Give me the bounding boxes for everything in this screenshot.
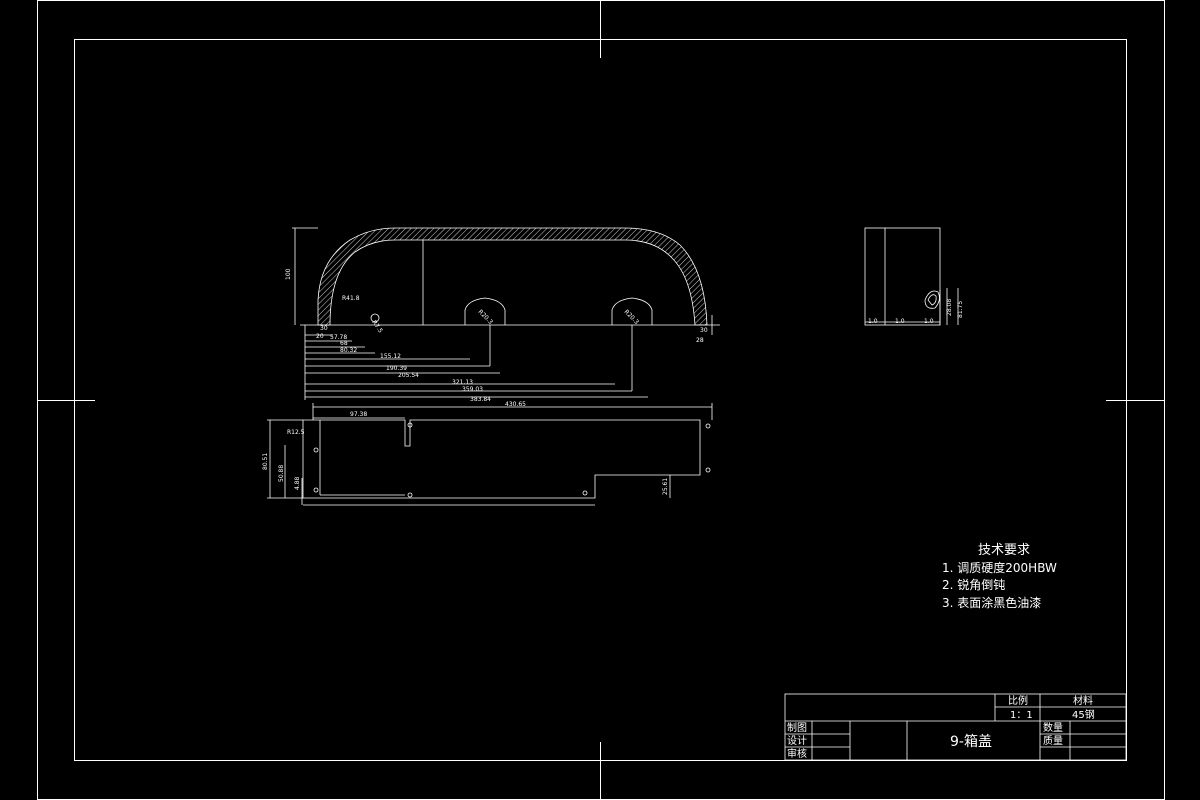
side-base-dim-0: 1.0 — [868, 318, 878, 325]
material-value: 45钢 — [1072, 708, 1095, 721]
base-dim-4: 190.39 — [386, 365, 407, 372]
right-dim-1: 28 — [696, 337, 704, 344]
quantity-label: 数量 — [1043, 721, 1063, 734]
height-dim: 100 — [285, 268, 292, 280]
plan-height-dim-2: 4.88 — [294, 476, 301, 490]
base-dim-7: 359.03 — [462, 386, 483, 393]
cover-outer-profile — [317, 227, 708, 326]
base-dim-0: 57.78 — [330, 334, 347, 341]
mass-label: 质量 — [1043, 735, 1063, 747]
inner-frame — [74, 39, 1127, 761]
base-dim-3: 155.12 — [380, 353, 401, 360]
scale-label: 比例 — [1008, 694, 1028, 707]
part-name: 9-箱盖 — [950, 734, 992, 750]
radius-dim-left: R41.8 — [342, 295, 360, 302]
small-radius-dim: R7.5 — [370, 319, 384, 334]
plan-view — [267, 403, 713, 506]
reviewer-label: 审核 — [787, 747, 807, 760]
plan-right-dim: 25.61 — [662, 478, 669, 495]
top-dim: 97.38 — [350, 411, 367, 418]
side-base-dim-2: 1.0 — [924, 318, 934, 325]
front-view-dimensions: 100 R41.8 R7.5 R20.3 R20.3 30 20 30 28 5… — [285, 268, 708, 403]
front-view — [292, 227, 720, 400]
base-dim-8: 383.84 — [470, 396, 491, 403]
plan-height-dim-1: 50.88 — [278, 465, 285, 482]
total-length-dim: 430.65 — [505, 401, 526, 408]
base-dim-5: 205.54 — [398, 372, 419, 379]
side-view — [864, 227, 959, 326]
radius-dim-center2: R20.3 — [623, 308, 640, 325]
title-block-text: 比例 1：1 材料 45钢 制图 设计 审核 9-箱盖 数量 质量 — [787, 694, 1095, 760]
base-dim-2: 80.32 — [340, 347, 357, 354]
base-dim-6: 321.13 — [452, 379, 473, 386]
base-dim-1: 68 — [340, 340, 348, 347]
title-block — [784, 693, 1127, 761]
drafter-label: 制图 — [787, 721, 807, 734]
left-dim-0: 30 — [320, 325, 328, 332]
outer-frame — [37, 0, 1165, 800]
material-label: 材料 — [1073, 694, 1093, 707]
centering-marks — [37, 0, 1165, 800]
plan-radius-dim: R12.5 — [287, 429, 305, 436]
designer-label: 设计 — [787, 734, 807, 747]
side-base-dim-1: 1.0 — [895, 318, 905, 325]
technical-notes: 技术要求 1. 调质硬度200HBW 2. 锐角倒钝 3. 表面涂黑色油漆 — [942, 543, 1057, 610]
scale-value: 1：1 — [1010, 710, 1033, 721]
plan-height-dim-0: 80.51 — [262, 453, 269, 470]
side-dim-1: 81.75 — [957, 301, 964, 318]
radius-dim-center1: R20.3 — [477, 308, 494, 325]
note-item-2: 2. 锐角倒钝 — [942, 578, 1005, 592]
right-dim-0: 30 — [700, 327, 708, 334]
note-item-1: 1. 调质硬度200HBW — [942, 560, 1057, 575]
left-dim-1: 20 — [316, 333, 324, 340]
side-dim-0: 28.08 — [946, 299, 953, 316]
side-view-dimensions: 28.08 81.75 1.0 1.0 1.0 — [868, 299, 964, 325]
plan-view-dimensions: 430.65 97.38 R12.5 80.51 50.88 4.88 25.6… — [262, 401, 669, 495]
notes-title: 技术要求 — [978, 543, 1030, 558]
note-item-3: 3. 表面涂黑色油漆 — [942, 595, 1041, 610]
